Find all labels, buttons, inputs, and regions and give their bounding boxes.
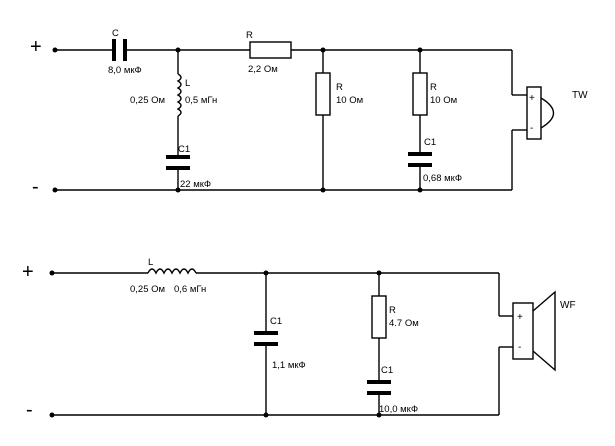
series-capacitor-name: C [112,28,119,39]
shunt-resistor-1-value: 10 Ом [336,95,363,106]
top-plus-terminal [52,47,58,53]
bottom-inductor-name: L [148,257,153,268]
bottom-minus-sign: - [26,399,33,421]
woofer-minus: - [518,342,521,353]
bottom-ground-rail [52,346,513,416]
bottom-shunt-capacitor-name: C1 [270,316,282,327]
bottom-inductor-value: 0,6 мГн [174,284,206,295]
bottom-shunt-capacitor-value: 1,1 мкФ [272,360,306,371]
rc-capacitor-c1 [408,152,432,190]
bottom-shunt-capacitor-c1 [254,273,278,415]
bottom-rc-capacitor-c1 [367,380,391,415]
tweeter-label: TW [572,90,588,101]
top-ground-rail [55,129,527,191]
series-resistor-r [249,41,292,59]
series-resistor-value: 2,2 Ом [248,64,278,75]
shunt-capacitor-value: 22 мкФ [180,179,211,190]
top-minus-terminal [52,187,58,193]
bottom-plus-terminal [49,270,55,276]
inductor-value: 0,5 мГн [185,95,217,106]
bottom-minus-terminal [49,412,55,418]
top-signal-rail [55,49,527,96]
tweeter-plus: + [529,93,535,104]
series-capacitor-value: 8,0 мкФ [108,65,142,76]
rc-capacitor-name: C1 [424,137,436,148]
woofer-circuit: + - L 0,25 Ом 0,6 мГн [22,257,576,421]
series-capacitor-c [112,39,127,61]
shunt-resistor-r1 [315,50,331,190]
rc-capacitor-value: 0,68 мкФ [423,173,462,184]
shunt-resistor-2-value: 10 Ом [430,95,457,106]
shunt-inductor-l [176,50,182,155]
series-resistor-name: R [246,30,253,41]
series-inductor-l [147,268,197,275]
woofer-label: WF [560,300,576,311]
shunt-resistor-1-name: R [336,82,343,93]
top-minus-sign: - [32,176,39,198]
bottom-rc-resistor-name: R [389,305,396,316]
tweeter-circuit: + - C 8,0 мкФ [30,28,588,198]
shunt-resistor-2-name: R [430,82,437,93]
inductor-resistance: 0,25 Ом [130,95,165,106]
bottom-rc-capacitor-value: 10,0 мкФ [379,404,418,415]
tweeter-speaker-icon [526,86,555,140]
bottom-plus-sign: + [22,261,34,283]
shunt-capacitor-c1 [166,155,190,190]
inductor-name: L [185,78,190,89]
bottom-rc-resistor-r [371,273,387,380]
shunt-resistor-r2 [412,50,428,152]
bottom-signal-rail [52,272,513,317]
bottom-rc-capacitor-name: C1 [381,365,393,376]
woofer-plus: + [517,312,523,323]
bottom-inductor-resistance: 0,25 Ом [130,284,165,295]
bottom-rc-resistor-value: 4.7 Ом [389,318,419,329]
woofer-speaker-icon [512,290,556,372]
tweeter-minus: - [530,123,533,134]
shunt-capacitor-name: C1 [178,144,190,155]
top-plus-sign: + [30,36,42,58]
